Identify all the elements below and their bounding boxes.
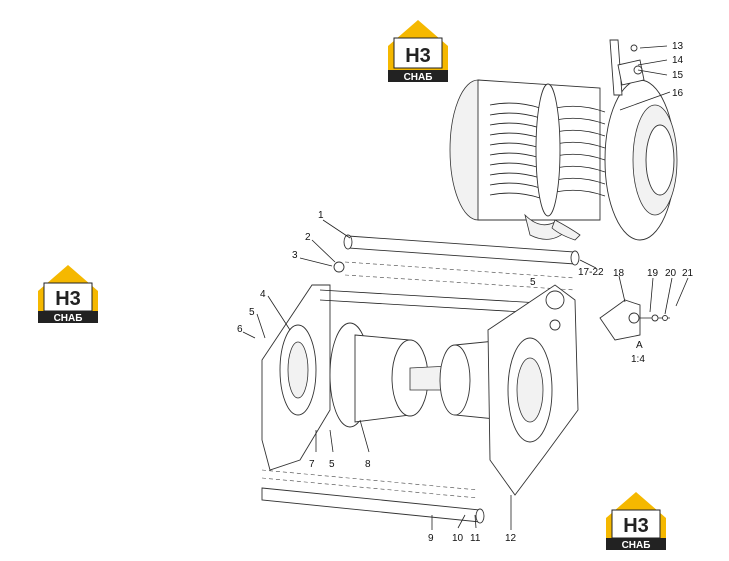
callout-labels: 1 2 3 4 5 6 5 7 5 8 9 10 11 12 13 14 15 … [237, 41, 694, 544]
logo-left-top-text: Н3 [55, 288, 81, 310]
callout-2: 2 [305, 232, 311, 243]
callout-5a: 5 [249, 307, 255, 318]
lower-rod [261, 469, 485, 524]
logo-br-bottom-text: СНАБ [622, 540, 651, 551]
detail-view-scale: 1:4 [631, 354, 645, 365]
callout-19: 19 [647, 268, 659, 279]
right-frame-plate [487, 284, 579, 496]
callout-13: 13 [672, 41, 684, 52]
callout-12: 12 [505, 533, 517, 544]
logo-left: Н3 СНАБ [38, 265, 98, 324]
callout-11: 11 [470, 533, 481, 544]
logo-top: Н3 СНАБ [388, 20, 448, 83]
left-frame-plate [261, 284, 541, 471]
callout-14: 14 [672, 55, 684, 66]
callout-18: 18 [613, 268, 625, 279]
callout-7: 7 [309, 459, 315, 470]
callout-17-22: 17-22 [578, 267, 604, 278]
logo-bottom-text: СНАБ [404, 72, 433, 83]
logo-top-text: Н3 [405, 45, 431, 67]
upper-rod [343, 234, 580, 291]
callout-5c: 5 [329, 459, 335, 470]
detail-view-name: А [636, 340, 643, 351]
callout-5b: 5 [530, 277, 536, 288]
brake-lever-assembly [609, 39, 645, 96]
logo-left-bottom-text: СНАБ [54, 313, 83, 324]
callout-9: 9 [428, 533, 434, 544]
bushing-part-3 [333, 261, 345, 273]
detail-view-a [599, 299, 670, 341]
callout-1: 1 [318, 210, 324, 221]
callout-21: 21 [682, 268, 694, 279]
callout-8: 8 [365, 459, 371, 470]
callout-3: 3 [292, 250, 298, 261]
callout-16: 16 [672, 88, 684, 99]
logo-bottom-right: Н3 СНАБ [606, 492, 666, 551]
callout-6: 6 [237, 324, 243, 335]
motor-gearbox-part-8 [329, 322, 506, 428]
drum-assembly [449, 79, 678, 241]
leader-lines [242, 45, 689, 530]
callout-4: 4 [260, 289, 266, 300]
callout-20: 20 [665, 268, 677, 279]
callout-10: 10 [452, 533, 464, 544]
logo-br-top-text: Н3 [623, 515, 649, 537]
callout-15: 15 [672, 70, 684, 81]
